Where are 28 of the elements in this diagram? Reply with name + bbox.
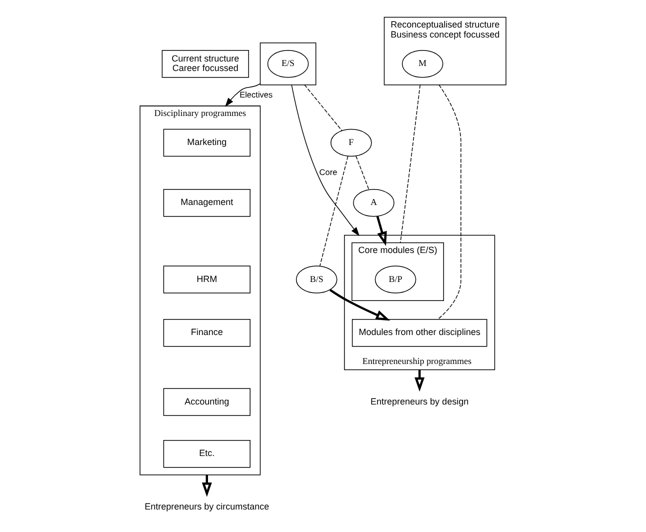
- node-ellipse: A: [353, 188, 394, 217]
- node-text: Entrepreneurs by circumstance: [144, 502, 270, 512]
- arrow: [225, 83, 261, 107]
- node-box: Management: [163, 188, 250, 217]
- cluster: [260, 42, 316, 86]
- node-box: Modules from other disciplines: [352, 318, 488, 347]
- connector: [304, 84, 342, 131]
- node-ellipse: E/S: [267, 50, 309, 78]
- arrow: [329, 288, 390, 321]
- node-ellipse: B/S: [296, 266, 338, 294]
- edge-label: Electives: [240, 90, 273, 100]
- connector: [356, 156, 370, 190]
- connector: [400, 84, 420, 244]
- node-box: Accounting: [163, 388, 250, 416]
- node-text: Entrepreneurs by design: [370, 396, 469, 406]
- node-box: Finance: [163, 318, 250, 347]
- edge-label: Core: [319, 168, 338, 177]
- node-box: Current structure Career focussed: [162, 50, 249, 78]
- node-box: HRM: [163, 266, 250, 294]
- node-box: Marketing: [163, 128, 250, 157]
- node-box: Etc.: [163, 440, 250, 468]
- connector: [438, 84, 462, 320]
- node-ellipse: B/P: [374, 266, 416, 294]
- connector: [320, 156, 348, 266]
- node-ellipse: F: [330, 128, 372, 157]
- arrow: [291, 84, 360, 236]
- arrow: [376, 216, 387, 246]
- node-ellipse: M: [402, 50, 444, 78]
